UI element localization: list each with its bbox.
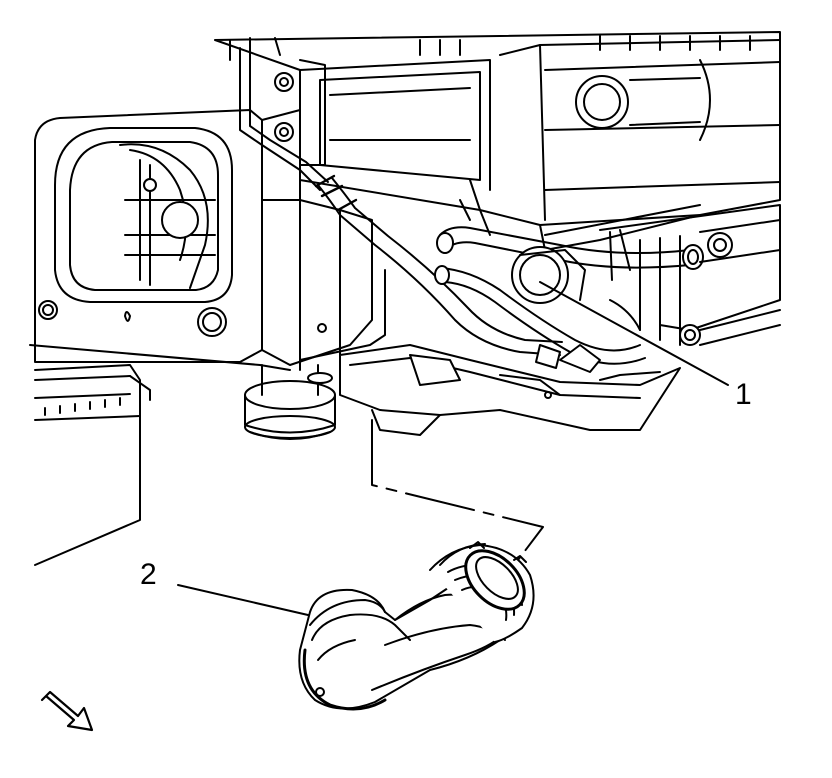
right-frame (600, 205, 780, 345)
forward-arrow-icon (42, 692, 92, 730)
engine-block (215, 32, 780, 250)
left-subframe (35, 110, 300, 362)
air-intake-duct (299, 540, 535, 709)
lower-left-panel (35, 365, 150, 565)
leader-line-2 (178, 585, 308, 615)
leader-line-1 (540, 282, 728, 385)
leader-lines (178, 282, 728, 615)
lower-crossmember (30, 345, 680, 435)
callout-label-2: 2 (140, 558, 157, 591)
center-mount (245, 200, 385, 439)
installation-guide-line (372, 420, 543, 560)
callout-label-1: 1 (735, 378, 752, 411)
